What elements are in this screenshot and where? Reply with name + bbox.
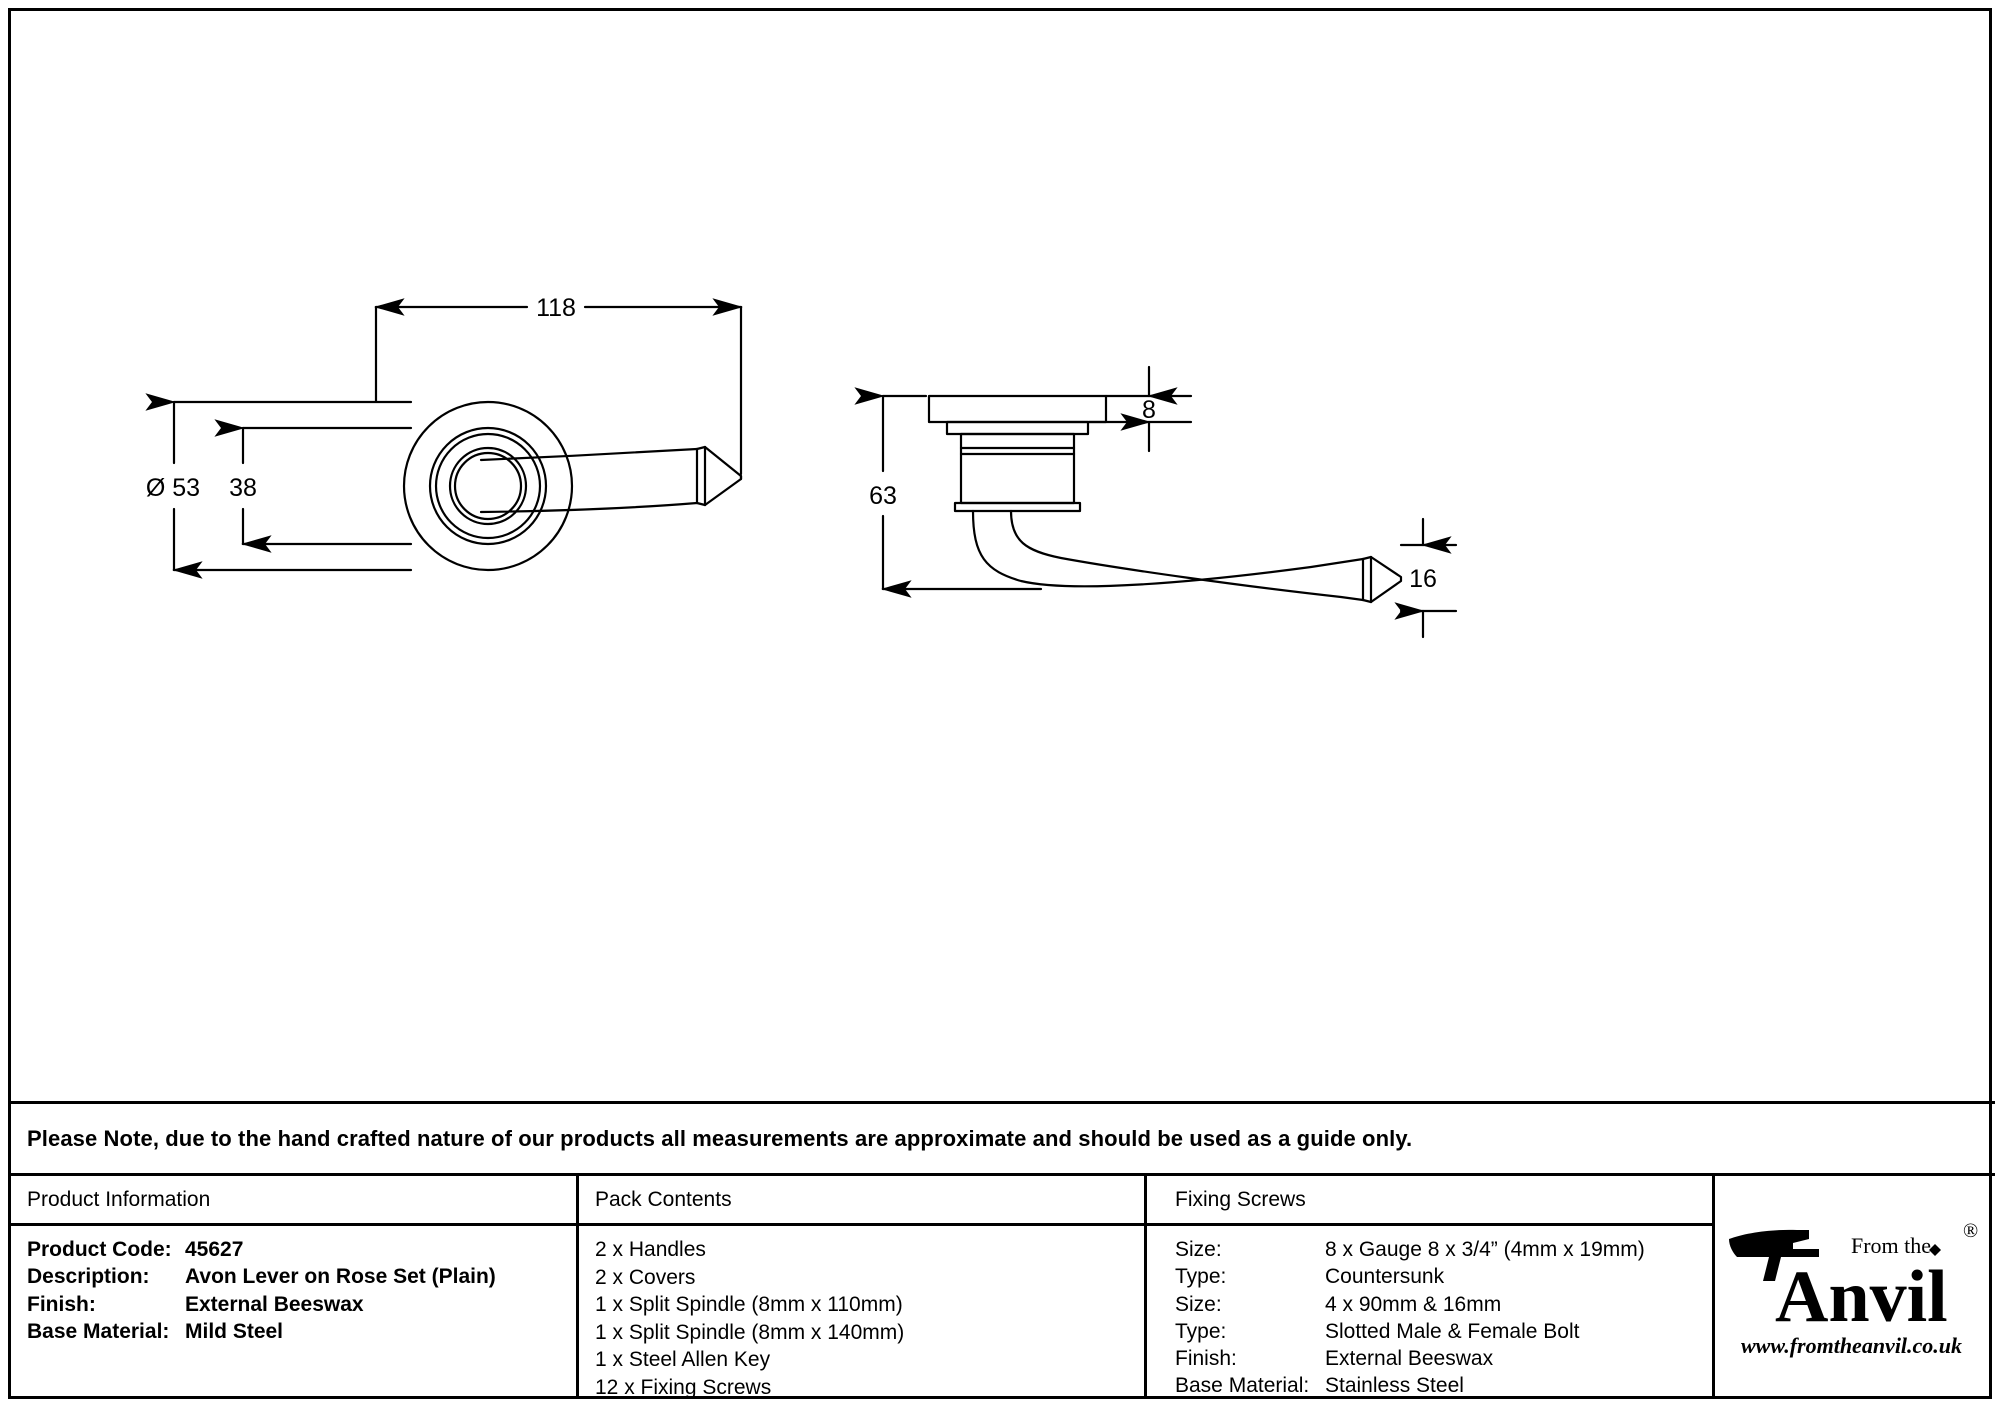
pack-contents-heading: Pack Contents xyxy=(579,1176,1144,1226)
product-drawings: 118 Ø 53 38 63 8 16 xyxy=(145,294,1458,639)
fixing-screws-body: Size: 8 x Gauge 8 x 3/4” (4mm x 19mm) Ty… xyxy=(1147,1226,1712,1399)
dim-label-118: 118 xyxy=(536,294,576,322)
rose-ring-circle-4 xyxy=(453,451,523,521)
finish-value: External Beeswax xyxy=(185,1292,364,1316)
product-code-label: Product Code: xyxy=(27,1238,172,1261)
logo-wordmark: Anvil xyxy=(1775,1256,1948,1338)
anvil-icon xyxy=(1728,1229,1819,1281)
logo-website: www.fromtheanvil.co.uk xyxy=(1741,1333,1962,1358)
brand-logo-column: Anvil From the ® www.fromtheanvil.co.uk xyxy=(1715,1176,1992,1399)
table-row: Size: 4 x 90mm & 16mm xyxy=(1175,1291,1712,1318)
logo-from-the: From the xyxy=(1851,1233,1931,1258)
product-code-value: 45627 xyxy=(185,1238,244,1261)
screw-type-value-1: Countersunk xyxy=(1325,1265,1445,1289)
rose-base-flange xyxy=(953,501,1082,513)
table-row: Product Code: 45627 xyxy=(27,1236,576,1263)
screw-finish-label: Finish: xyxy=(1175,1347,1237,1371)
cover-step xyxy=(945,420,1090,436)
dim-label-rose-inner-diameter: 38 xyxy=(229,474,257,502)
fixing-screws-column: Fixing Screws Size: 8 x Gauge 8 x 3/4” (… xyxy=(1147,1176,1715,1399)
side-lever-bottom-edge xyxy=(1009,509,1365,602)
screw-type-label-1: Type: xyxy=(1175,1265,1227,1289)
front-view-group xyxy=(145,298,744,579)
rose-outer-circle xyxy=(402,400,574,572)
side-lever-tip xyxy=(1369,555,1403,604)
screw-size-value-2: 4 x 90mm & 16mm xyxy=(1325,1292,1502,1316)
screw-base-material-label: Base Material: xyxy=(1175,1374,1310,1398)
description-label: Description: xyxy=(27,1265,150,1289)
from-the-anvil-logo: Anvil From the ® www.fromtheanvil.co.uk xyxy=(1728,1220,1978,1358)
fixing-screws-heading: Fixing Screws xyxy=(1147,1176,1712,1226)
table-row: Type: Countersunk xyxy=(1175,1263,1712,1290)
list-item: 1 x Split Spindle (8mm x 140mm) xyxy=(595,1320,905,1344)
screw-size-label-1: Size: xyxy=(1175,1238,1222,1261)
measurement-note-row: Please Note, due to the hand crafted nat… xyxy=(11,1101,1995,1173)
measurement-note-text: Please Note, due to the hand crafted nat… xyxy=(27,1125,1413,1151)
pack-contents-body: 2 x Handles 2 x Covers 1 x Split Spindle… xyxy=(579,1226,1144,1399)
side-view-group xyxy=(854,365,1458,639)
side-lever-top-edge xyxy=(971,509,1365,588)
list-item: 2 x Handles xyxy=(595,1238,706,1261)
side-collar-bottom xyxy=(1361,598,1373,604)
table-row: Size: 8 x Gauge 8 x 3/4” (4mm x 19mm) xyxy=(1175,1236,1712,1263)
rose-barrel xyxy=(959,432,1076,505)
base-material-value: Mild Steel xyxy=(185,1319,284,1343)
screw-type-label-2: Type: xyxy=(1175,1319,1227,1343)
info-table: Product Information Product Code: 45627 … xyxy=(11,1173,1995,1399)
dim-label-8: 8 xyxy=(1142,396,1156,424)
table-row: Finish: External Beeswax xyxy=(27,1291,576,1318)
dim-label-rose-diameter: Ø 53 xyxy=(146,474,200,502)
lever-top-edge xyxy=(479,447,699,462)
cover-plate xyxy=(927,394,1108,424)
dim-label-63: 63 xyxy=(869,482,897,510)
base-material-label: Base Material: xyxy=(27,1319,170,1343)
list-item: 12 x Fixing Screws xyxy=(595,1376,772,1399)
rose-ring-circle-2 xyxy=(434,432,542,540)
screw-type-value-2: Slotted Male & Female Bolt xyxy=(1325,1319,1580,1343)
list-item: 1 x Steel Allen Key xyxy=(595,1348,771,1372)
finish-label: Finish: xyxy=(27,1292,96,1316)
dimension-labels: 118 Ø 53 38 63 8 16 xyxy=(146,294,1437,593)
pack-contents-column: Pack Contents 2 x Handles 2 x Covers 1 x… xyxy=(579,1176,1147,1399)
table-row: Base Material: Mild Steel xyxy=(27,1318,576,1345)
lever-bottom-edge xyxy=(479,501,699,514)
screw-finish-value: External Beeswax xyxy=(1325,1347,1494,1371)
description-value: Avon Lever on Rose Set (Plain) xyxy=(185,1265,496,1289)
table-row: Base Material: Stainless Steel xyxy=(1175,1372,1712,1399)
table-row: Description: Avon Lever on Rose Set (Pla… xyxy=(27,1263,576,1290)
table-row: Finish: External Beeswax xyxy=(1175,1345,1712,1372)
dim-label-16: 16 xyxy=(1409,565,1437,593)
product-information-column: Product Information Product Code: 45627 … xyxy=(11,1176,579,1399)
lever-tip xyxy=(703,445,743,507)
list-item: 2 x Covers xyxy=(595,1265,696,1289)
rose-ring-circle-3 xyxy=(448,446,528,526)
page-border: 118 Ø 53 38 63 8 16 Please Note, due to … xyxy=(8,8,1995,1399)
rose-ring-circle-1 xyxy=(428,426,548,546)
drawing-area: 118 Ø 53 38 63 8 16 xyxy=(11,11,1995,1101)
screw-size-value-1: 8 x Gauge 8 x 3/4” (4mm x 19mm) xyxy=(1325,1238,1645,1261)
product-information-body: Product Code: 45627 Description: Avon Le… xyxy=(11,1226,576,1399)
registered-trademark-icon: ® xyxy=(1963,1220,1978,1242)
lever-collar-top xyxy=(695,445,707,451)
list-item: 1 x Split Spindle (8mm x 110mm) xyxy=(595,1293,903,1317)
lever-collar-bottom xyxy=(695,501,707,507)
diamond-icon xyxy=(1928,1243,1941,1256)
table-row: Type: Slotted Male & Female Bolt xyxy=(1175,1318,1712,1345)
screw-base-material-value: Stainless Steel xyxy=(1325,1374,1464,1398)
screw-size-label-2: Size: xyxy=(1175,1292,1222,1316)
product-information-heading: Product Information xyxy=(11,1176,576,1226)
logo-cell: Anvil From the ® www.fromtheanvil.co.uk xyxy=(1715,1176,1992,1399)
side-collar-top xyxy=(1361,555,1373,561)
